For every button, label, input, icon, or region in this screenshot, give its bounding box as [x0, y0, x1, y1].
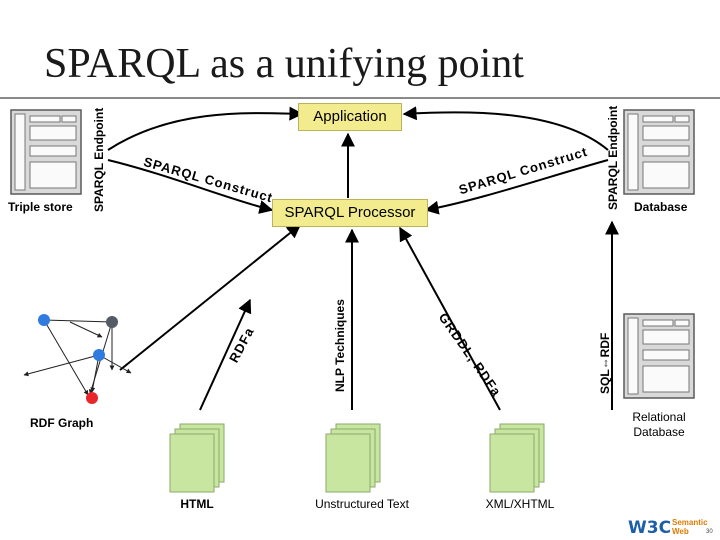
arrow-left-to-application: [107, 106, 304, 151]
html-label: HTML: [180, 497, 214, 511]
page-number: 30: [706, 529, 713, 535]
server-icon-left: [10, 109, 82, 195]
slide-title: SPARQL as a unifying point: [44, 41, 524, 87]
nlp-techniques-label: NLP Techniques: [333, 299, 347, 392]
document-stack-html: [169, 423, 225, 493]
sql-rdf-label: SQL⇔RDF: [598, 332, 612, 394]
unstructured-text-label: Unstructured Text: [315, 497, 409, 511]
arrow-right-to-application: [402, 106, 609, 151]
sparql-endpoint-left-label: SPARQL Endpoint: [92, 107, 106, 212]
arrow-right-to-processor: [424, 159, 609, 215]
document-stack-xml: [489, 423, 545, 493]
application-box: Application: [298, 103, 402, 131]
server-icon-relational: [623, 313, 695, 399]
triple-store-label: Triple store: [8, 200, 73, 214]
sparql-endpoint-right-label: SPARQL Endpoint: [606, 105, 620, 210]
server-icon-right: [623, 109, 695, 195]
w3c-logo-text: W3C: [628, 518, 672, 538]
database-label: Database: [634, 200, 688, 214]
arrow-html-to-graph: [199, 298, 252, 411]
xml-xhtml-label: XML/XHTML: [485, 497, 555, 511]
rdf-graph-icon: [23, 314, 132, 404]
relational-database-label: Relational Database: [632, 410, 686, 439]
arrow-rdfgraph-to-processor: [119, 224, 302, 371]
arrow-xml-to-processor: [399, 226, 501, 411]
rdf-graph-label: RDF Graph: [30, 416, 94, 430]
title-rule: [0, 97, 720, 99]
document-stack-text: [325, 423, 381, 493]
arrow-left-to-processor: [107, 159, 274, 214]
sparql-processor-box: SPARQL Processor: [272, 199, 428, 227]
